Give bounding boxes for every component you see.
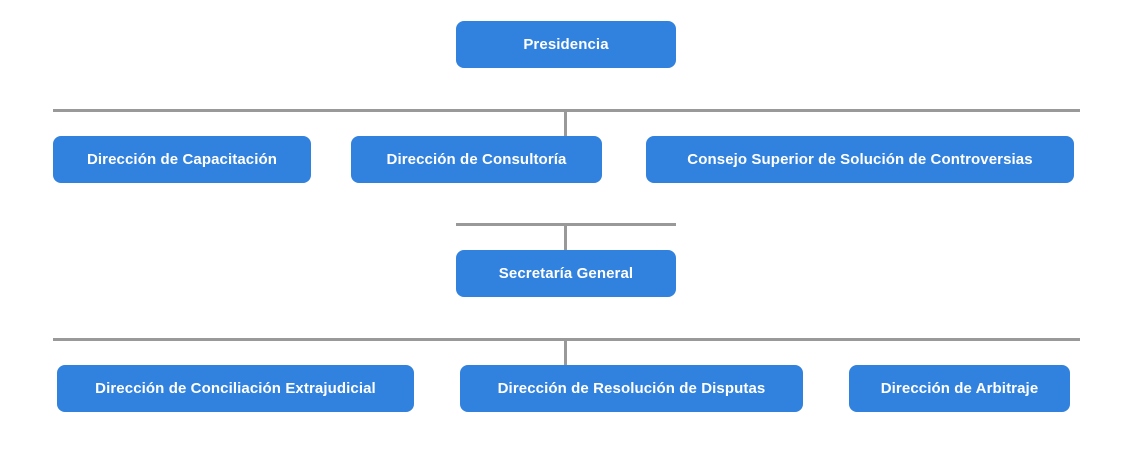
node-label: Presidencia (523, 36, 609, 53)
connector-stub-level4 (564, 338, 567, 367)
node-label: Secretaría General (498, 265, 634, 282)
node-secretaria-general[interactable]: Secretaría General (456, 250, 676, 297)
node-label: Dirección de Arbitraje (880, 380, 1039, 397)
node-label: Dirección de Capacitación (86, 151, 278, 168)
node-consejo-superior-de-solucion-de-controversias[interactable]: Consejo Superior de Solución de Controve… (646, 136, 1074, 183)
node-presidencia[interactable]: Presidencia (456, 21, 676, 68)
node-direccion-de-arbitraje[interactable]: Dirección de Arbitraje (849, 365, 1070, 412)
node-label: Dirección de Conciliación Extrajudicial (95, 380, 376, 397)
node-label: Consejo Superior de Solución de Controve… (687, 151, 1033, 168)
connector-stub-level3 (564, 223, 567, 252)
node-direccion-de-consultoria[interactable]: Dirección de Consultoría (351, 136, 602, 183)
node-direccion-de-resolucion-de-disputas[interactable]: Dirección de Resolución de Disputas (460, 365, 803, 412)
node-label: Dirección de Resolución de Disputas (497, 380, 766, 397)
connector-stub-level2 (564, 109, 567, 138)
node-direccion-de-conciliacion-extrajudicial[interactable]: Dirección de Conciliación Extrajudicial (57, 365, 414, 412)
node-label: Dirección de Consultoría (386, 151, 567, 168)
node-direccion-de-capacitacion[interactable]: Dirección de Capacitación (53, 136, 311, 183)
